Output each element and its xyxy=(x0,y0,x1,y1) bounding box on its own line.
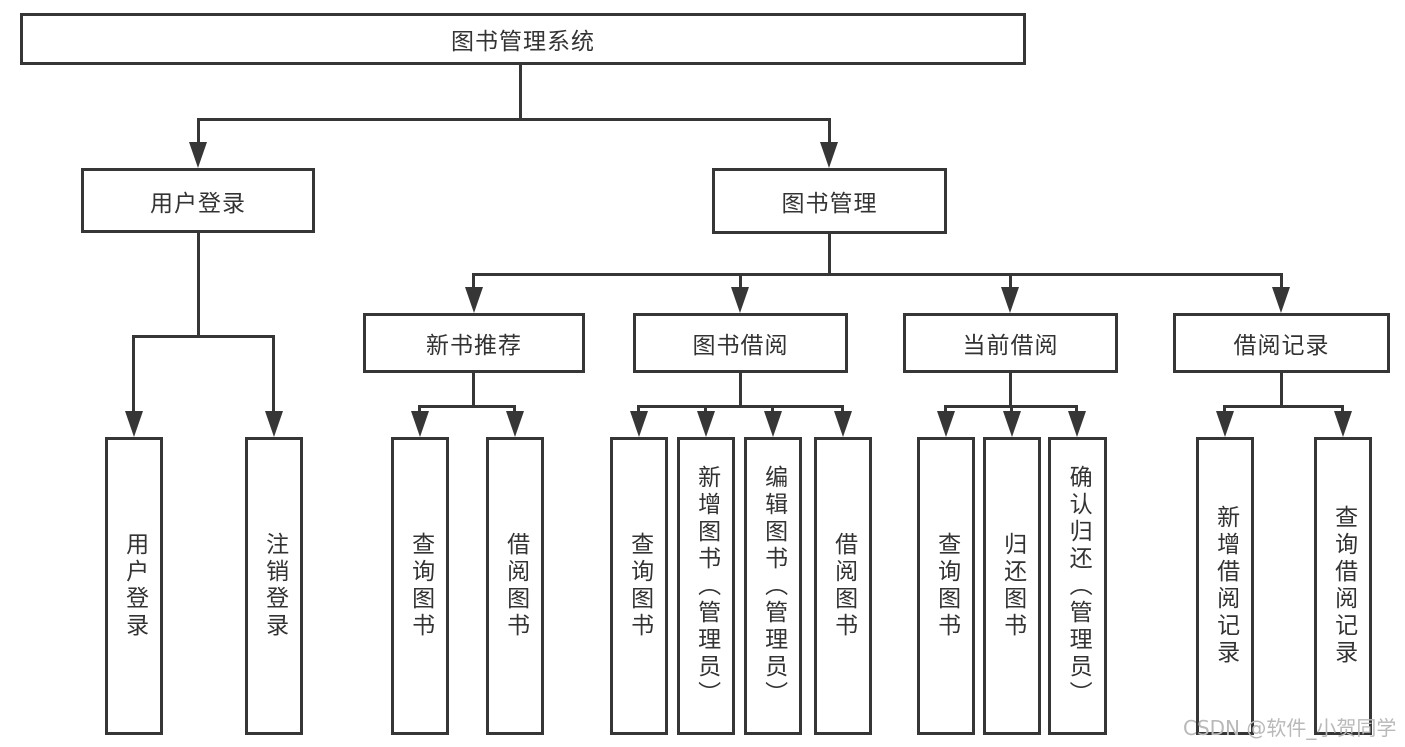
connector-g2-leaf2 xyxy=(1075,405,1078,415)
leaf-g2-query-books-label: 查询图书 xyxy=(933,532,960,640)
connector-g0-leaf1 xyxy=(513,405,516,415)
arrowhead-g1-leaf2 xyxy=(764,411,782,437)
arrowhead-g1-leaf1 xyxy=(697,411,715,437)
arrowhead-g1-leaf3 xyxy=(834,411,852,437)
connector-g1-leaf2 xyxy=(771,405,774,415)
node-user-login: 用户登录 xyxy=(81,168,315,233)
connector-g1-drop xyxy=(739,373,742,407)
connector-g1-leafbranch xyxy=(637,405,844,408)
leaf-g0-borrow-books: 借阅图书 xyxy=(486,437,544,735)
node-current-borrow: 当前借阅 xyxy=(903,313,1118,373)
connector-g2-drop xyxy=(1009,373,1012,407)
connector-user-leaf1 xyxy=(272,335,275,415)
leaf-logout-label: 注销登录 xyxy=(261,532,288,640)
connector-g1-leaf1 xyxy=(704,405,707,415)
arrowhead-g0-leaf1 xyxy=(506,411,524,437)
leaf-g2-confirm-return-admin-label: 确认归还（管理员） xyxy=(1065,464,1092,708)
leaf-g1-edit-books-admin-label: 编辑图书（管理员） xyxy=(760,464,787,708)
node-new-book-rec: 新书推荐 xyxy=(363,313,585,373)
leaf-g1-borrow-books: 借阅图书 xyxy=(814,437,872,735)
arrowhead-g0 xyxy=(465,287,483,313)
arrowhead-g2-leaf2 xyxy=(1068,411,1086,437)
leaf-g1-add-books-admin: 新增图书（管理员） xyxy=(677,437,735,735)
arrowhead-g3 xyxy=(1272,287,1290,313)
connector-g3-leafbranch xyxy=(1223,405,1344,408)
connector-l3-drop-g1 xyxy=(739,273,742,291)
arrowhead-g3-leaf1 xyxy=(1334,411,1352,437)
connector-g0-leafbranch xyxy=(418,405,516,408)
leaf-g2-query-books: 查询图书 xyxy=(917,437,975,735)
connector-g3-leaf0 xyxy=(1223,405,1226,415)
connector-drop-book xyxy=(828,118,831,146)
leaf-user-login-label: 用户登录 xyxy=(121,532,148,640)
connector-g3-drop xyxy=(1280,373,1283,407)
connector-g0-drop xyxy=(472,373,475,407)
leaf-g3-query-record-label: 查询借阅记录 xyxy=(1330,505,1357,667)
leaf-g0-query-books: 查询图书 xyxy=(391,437,449,735)
leaf-g1-add-books-admin-label: 新增图书（管理员） xyxy=(693,464,720,708)
connector-l3-branch xyxy=(472,273,1283,276)
connector-drop-user xyxy=(197,118,200,146)
connector-g2-leaf1 xyxy=(1010,405,1013,415)
leaf-logout: 注销登录 xyxy=(245,437,303,735)
leaf-g1-query-books-label: 查询图书 xyxy=(626,532,653,640)
arrowhead-g2-leaf1 xyxy=(1003,411,1021,437)
connector-l3-drop-g3 xyxy=(1280,273,1283,291)
leaf-g2-return-books: 归还图书 xyxy=(983,437,1041,735)
connector-g0-leaf0 xyxy=(418,405,421,415)
arrowhead-user-leaf0 xyxy=(125,411,143,437)
leaf-g1-query-books: 查询图书 xyxy=(610,437,668,735)
connector-g1-leaf0 xyxy=(637,405,640,415)
leaf-user-login: 用户登录 xyxy=(105,437,163,735)
connector-l3-drop-g0 xyxy=(472,273,475,291)
leaf-g1-borrow-books-label: 借阅图书 xyxy=(830,532,857,640)
arrowhead-book xyxy=(820,142,838,168)
leaf-g0-borrow-books-label: 借阅图书 xyxy=(502,532,529,640)
leaf-g1-edit-books-admin: 编辑图书（管理员） xyxy=(744,437,802,735)
connector-user-branch xyxy=(132,335,275,338)
node-book-mgmt: 图书管理 xyxy=(712,168,947,234)
arrowhead-g0-leaf0 xyxy=(411,411,429,437)
leaf-g0-query-books-label: 查询图书 xyxy=(407,532,434,640)
leaf-g3-add-record-label: 新增借阅记录 xyxy=(1212,505,1239,667)
arrowhead-g1-leaf0 xyxy=(630,411,648,437)
leaf-g2-confirm-return-admin: 确认归还（管理员） xyxy=(1048,437,1107,735)
arrowhead-user xyxy=(189,142,207,168)
csdn-watermark: CSDN @软件_小贺同学 xyxy=(1183,716,1397,740)
connector-g1-leaf3 xyxy=(841,405,844,415)
connector-g3-leaf1 xyxy=(1341,405,1344,415)
leaf-g3-query-record: 查询借阅记录 xyxy=(1314,437,1372,735)
connector-book-drop xyxy=(828,234,831,275)
arrowhead-g1 xyxy=(731,287,749,313)
leaf-g3-add-record: 新增借阅记录 xyxy=(1196,437,1254,735)
node-root: 图书管理系统 xyxy=(20,13,1026,65)
arrowhead-g3-leaf0 xyxy=(1216,411,1234,437)
connector-top-branch xyxy=(197,118,831,121)
connector-g2-leaf0 xyxy=(944,405,947,415)
leaf-g2-return-books-label: 归还图书 xyxy=(999,532,1026,640)
node-borrow-records: 借阅记录 xyxy=(1173,313,1390,373)
arrowhead-user-leaf1 xyxy=(265,411,283,437)
arrowhead-g2-leaf0 xyxy=(937,411,955,437)
connector-user-leaf0 xyxy=(132,335,135,415)
connector-user-drop xyxy=(197,233,200,337)
connector-l3-drop-g2 xyxy=(1009,273,1012,291)
connector-root-drop xyxy=(519,65,522,118)
node-book-borrow: 图书借阅 xyxy=(633,313,848,373)
arrowhead-g2 xyxy=(1001,287,1019,313)
